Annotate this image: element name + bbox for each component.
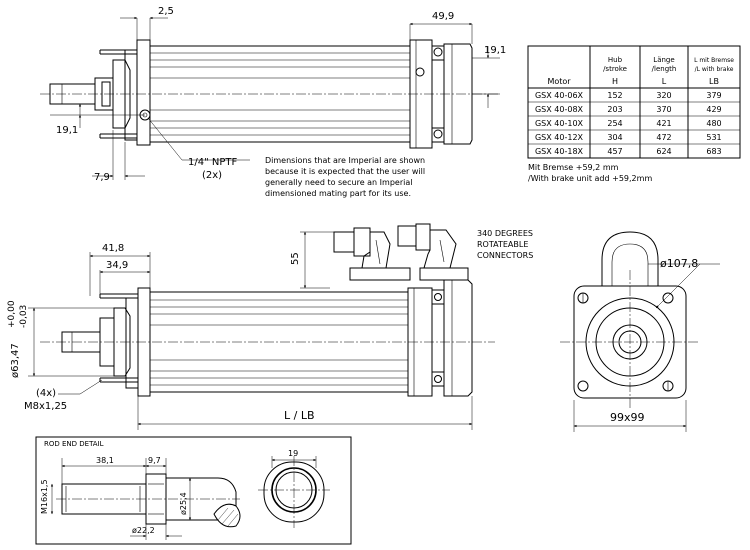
table-header-length-bottom: /length [652,65,677,73]
dim-bottom-offset: 7,9 [94,172,110,183]
holes-count: (4x) [36,388,56,399]
table-cell: GSX 40-08X [535,105,584,114]
table-cell: 320 [656,91,671,100]
dim-top-flange: 2,5 [158,6,174,17]
table-cell: GSX 40-10X [535,119,584,128]
brake-note-de: Mit Bremse +59,2 mm [528,163,619,172]
imperial-note: Dimensions that are Imperial are shown b… [265,156,425,198]
table-cell: 683 [706,147,721,156]
table-subheader-motor: Motor [547,77,571,86]
table-subheader-l: L [662,77,667,86]
table-cell: 480 [706,119,721,128]
table-header-brake-bottom: /L with brake [695,66,734,73]
dim-shaft-dia: ø63,47 [10,343,21,378]
dim-shaft-tol-lower: -0,03 [19,305,29,328]
holes-thread: M8x1,25 [24,401,67,412]
top-view: 2,5 49,9 19,1 19,1 7,9 1/4" NPTF (2x) [40,6,506,183]
dim-rod-dia25: ø25,4 [179,492,188,515]
dim-rod-38: 38,1 [96,456,114,465]
imperial-note-line-2: because it is expected that the user wil… [265,167,425,176]
dim-rod-m16: M16x1,5 [40,479,49,514]
dim-motor-dia: ø107,8 [660,257,698,270]
table-cell: 304 [607,133,622,142]
table-cell: 254 [607,119,622,128]
table-cell: 472 [656,133,671,142]
dim-rear-height: 19,1 [484,45,506,56]
table-cell: 379 [706,91,721,100]
table-cell: GSX 40-06X [535,91,584,100]
middle-view: 340 DEGREES ROTATEABLE CONNECTORS 55 41,… [7,223,533,430]
port-size-label: 1/4" NPTF [188,157,237,168]
table-cell: 457 [607,147,622,156]
dim-connector-height: 55 [290,252,301,265]
table-header-stroke-top: Hub [608,56,623,64]
table-cell: GSX 40-18X [535,147,584,156]
table-cell: 429 [706,105,721,114]
table-cell: 531 [706,133,721,142]
dim-rod-dia22: ø22,2 [132,526,155,535]
table-cell: 203 [607,105,622,114]
brake-note-en: /With brake unit add +59,2mm [528,174,652,183]
rod-end-detail: ROD END DETAIL 38,1 9,7 M16x1,5 ø25,4 [35,436,352,545]
table-cell: 624 [656,147,671,156]
rod-end-title: ROD END DETAIL [44,440,104,448]
table-subheader-h: H [612,77,618,86]
dim-rod-9: 9,7 [148,456,161,465]
table-cell: 152 [607,91,622,100]
table-header-stroke-bottom: /stroke [603,65,627,73]
imperial-note-line-4: dimensioned mating part for its use. [265,189,411,198]
dim-top-rear: 49,9 [432,11,454,22]
table-cell: 370 [656,105,671,114]
dim-rod-19: 19 [288,449,298,458]
dim-side-34: 34,9 [106,260,128,271]
dim-shaft-tol-upper: +0,00 [7,300,17,328]
table-subheader-lb: LB [709,77,719,86]
dim-length: L / LB [284,409,315,422]
imperial-note-line-3: generally need to secure an Imperial [265,178,412,187]
dim-left-offset: 19,1 [56,125,78,136]
imperial-note-line-1: Dimensions that are Imperial are shown [265,156,425,165]
dim-side-41: 41,8 [102,243,124,254]
connectors-line-1: 340 DEGREES [477,229,533,238]
spec-table: Hub /stroke Länge /length L mit Bremse /… [527,45,741,183]
connectors-line-3: CONNECTORS [477,251,533,260]
table-header-brake-top: L mit Bremse [694,57,734,64]
table-cell: 421 [656,119,671,128]
table-header-length-top: Länge [653,56,674,64]
port-count-label: (2x) [202,170,222,181]
end-view: ø107,8 99x99 [560,231,720,432]
dim-square: 99x99 [610,411,645,424]
table-cell: GSX 40-12X [535,133,584,142]
connectors-line-2: ROTATEABLE [477,240,528,249]
